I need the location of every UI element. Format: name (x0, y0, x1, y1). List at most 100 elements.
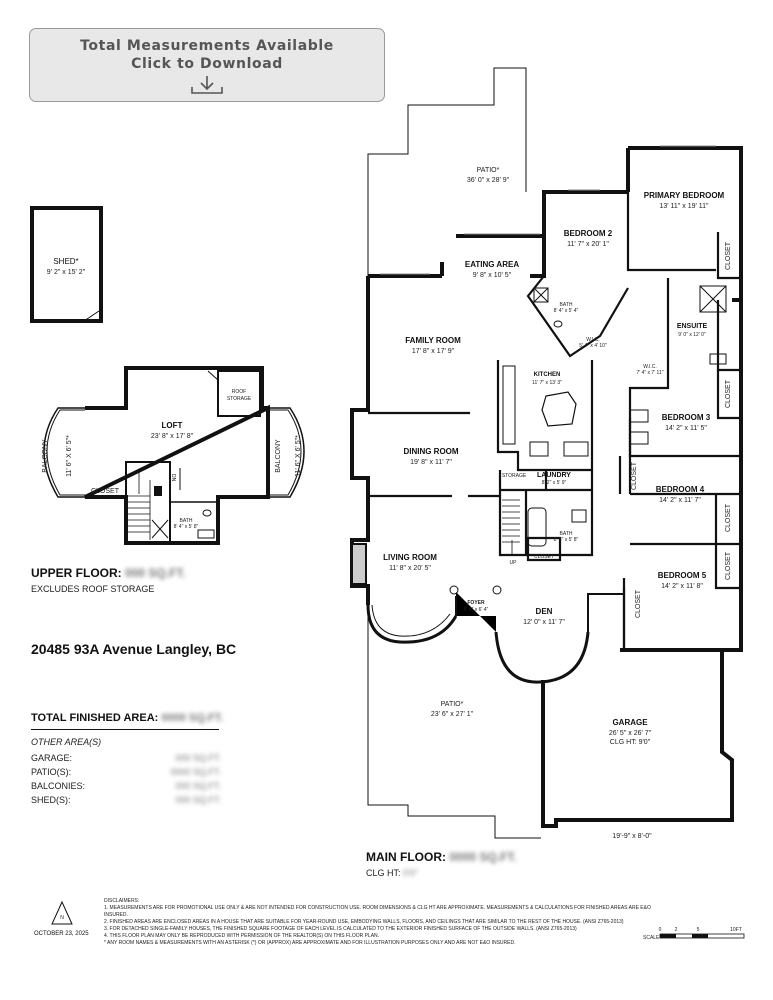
laundry-dim: 8' 2" x 5' 9" (542, 480, 567, 486)
bedroom3-name: BEDROOM 3 (662, 413, 711, 422)
wic-ensuite-dim: 7' 4" x 7' 11" (636, 370, 663, 376)
main-floor-title: MAIN FLOOR: (366, 850, 446, 864)
stairs-up: UP (510, 560, 518, 566)
other-area-label: GARAGE: (31, 753, 73, 763)
disclaimer-line: 2. FINISHED AREAS ARE ENCLOSED AREAS IN … (104, 919, 624, 925)
balcony-left-name: BALCONY (42, 439, 49, 473)
disclaimer-title: DISCLAIMERS: (104, 898, 140, 904)
scale-label: SCALE (643, 935, 660, 941)
closet-bedroom5: CLOSET (725, 551, 732, 580)
den-dim: 12' 0" x 11' 7" (523, 619, 565, 626)
family-room-dim: 17' 8" x 17' 9" (412, 348, 455, 355)
bath-laundry-name: BATH (560, 531, 573, 537)
scale-bar: SCALE 0 2 5 10FT (643, 927, 745, 941)
bath-main-name: BATH (560, 302, 573, 308)
main-floor-label: MAIN FLOOR: 0000 SQ.FT. (366, 850, 517, 864)
dining-room-dim: 19' 8" x 11' 7" (410, 459, 452, 466)
closet-bedroom4: CLOSET (725, 503, 732, 532)
scale-tick-1: 2 (675, 927, 678, 933)
eating-area-dim: 9' 8" x 10' 5" (473, 272, 512, 279)
disclaimer-line: 3. FOR DETACHED SINGLE-FAMILY HOUSES, TH… (104, 926, 577, 932)
property-address: 20485 93A Avenue Langley, BC (31, 641, 237, 657)
bedroom4-dim: 14' 2" x 11' 7" (659, 497, 701, 504)
patio-top-dim: 36' 0" x 28' 9" (467, 177, 510, 184)
living-room-name: LIVING ROOM (383, 553, 437, 562)
main-floor-clg-label: CLG HT: (366, 868, 401, 878)
other-area-label: BALCONIES: (31, 781, 86, 791)
bedroom5-dim: 14' 2" x 11' 8" (661, 583, 703, 590)
eating-area-name: EATING AREA (465, 260, 519, 269)
upper-floor-plan: LOFT 23' 8" x 17' 8" ROOF STORAGE CLOSET… (42, 366, 305, 545)
primary-bedroom-name: PRIMARY BEDROOM (644, 191, 725, 200)
ensuite-dim: 9' 0" x 12' 0" (678, 332, 706, 338)
shed-name: SHED* (53, 257, 78, 266)
balcony-right-dim: 11' 6" X 6' 5"* (295, 435, 302, 477)
plan-date: OCTOBER 23, 2025 (34, 931, 89, 937)
family-room-name: FAMILY ROOM (405, 336, 461, 345)
wic-ensuite-name: W.I.C. (643, 364, 657, 370)
bath-laundry-dim: 8' 3" x 5' 8" (554, 537, 579, 543)
patio-top-name: PATIO* (477, 167, 500, 174)
download-line2: Click to Download (131, 56, 283, 72)
other-area-row: PATIO(S): 0000 SQ.FT. (31, 767, 221, 781)
compass-letter: N (60, 915, 64, 921)
bath-main-dim: 8' 4" x 5' 4" (554, 308, 579, 314)
disclaimer-line: * ANY ROOM NAMES & MEASUREMENTS WITH AN … (104, 940, 516, 946)
upper-floor-area: 000 SQ.FT. (125, 566, 186, 580)
disclaimer: DISCLAIMERS: 1. MEASUREMENTS ARE FOR PRO… (104, 898, 664, 947)
roof-storage-name2: STORAGE (227, 396, 252, 402)
other-areas-list: GARAGE: 000 SQ.FT. PATIO(S): 0000 SQ.FT.… (31, 753, 221, 809)
primary-bedroom-dim: 13' 11" x 19' 11" (659, 203, 709, 210)
bedroom3-dim: 14' 2" x 11' 5" (665, 425, 707, 432)
storage-name: STORAGE (502, 473, 527, 479)
scale-tick-0: 0 (659, 927, 662, 933)
main-floor-clg-value: 0'0" (403, 868, 418, 878)
totals-divider (31, 729, 219, 730)
dining-room-name: DINING ROOM (403, 447, 458, 456)
upper-floor-label: UPPER FLOOR: 000 SQ.FT. (31, 566, 186, 580)
loft-dim: 23' 8" x 17' 8" (151, 433, 194, 440)
download-icon (191, 76, 223, 94)
main-floor-clg: CLG HT: 0'0" (366, 868, 418, 878)
other-area-value: 000 SQ.FT. (175, 795, 221, 805)
kitchen-name: KITCHEN (534, 372, 561, 378)
upper-floor-note: EXCLUDES ROOF STORAGE (31, 584, 155, 594)
bedroom2-name: BEDROOM 2 (564, 229, 613, 238)
upper-floor-title: UPPER FLOOR: (31, 566, 122, 580)
other-area-row: SHED(S): 000 SQ.FT. (31, 795, 221, 809)
roof-storage-name: ROOF (232, 389, 246, 395)
closet-den: CLOSET (635, 589, 642, 618)
wic-main-dim: 5' 4" x 4' 10" (579, 343, 607, 349)
total-finished-value: 0000 SQ.FT. (161, 712, 224, 724)
closet-primary: CLOSET (725, 241, 732, 270)
foyer-dim: 5' 4" x 6' 4" (464, 607, 489, 613)
scale-tick-2: 5 (697, 927, 700, 933)
total-finished-area: TOTAL FINISHED AREA: 0000 SQ.FT. (31, 712, 223, 724)
bedroom5-name: BEDROOM 5 (658, 571, 707, 580)
shed: SHED* 9' 2" x 15' 2" (30, 206, 103, 323)
total-finished-label: TOTAL FINISHED AREA: (31, 712, 159, 724)
main-floor-area: 0000 SQ.FT. (449, 850, 517, 864)
garage-name: GARAGE (612, 718, 648, 727)
garage-dim: 26' 5" x 26' 7" (609, 730, 652, 737)
other-area-label: PATIO(S): (31, 767, 72, 777)
upper-bath-dim: 8' 4" x 5' 8" (174, 524, 199, 530)
other-areas-header: OTHER AREA(S) (31, 737, 102, 747)
download-measurements-button[interactable]: Total Measurements Available Click to Do… (29, 28, 385, 102)
garage-door-dim: 19'-9" x 8'-0" (612, 833, 652, 840)
laundry-name: LAUNDRY (537, 472, 571, 479)
balcony-right-name: BALCONY (275, 439, 282, 473)
disclaimer-line: 1. MEASUREMENTS ARE FOR PROMOTIONAL USE … (104, 905, 651, 918)
upper-dn: DN (170, 474, 176, 482)
north-arrow-icon: N (51, 900, 73, 925)
other-area-value: 000 SQ.FT. (175, 753, 221, 763)
other-area-value: 0000 SQ.FT. (170, 767, 221, 777)
scale-tick-3: 10FT (730, 927, 742, 933)
foyer-name: FOYER (467, 600, 485, 606)
garage-clg: CLG HT: 9'0" (610, 739, 651, 746)
patio-bottom-name: PATIO* (441, 701, 464, 708)
loft-name: LOFT (162, 421, 183, 430)
other-area-value: 000 SQ.FT. (175, 781, 221, 791)
ensuite-name: ENSUITE (677, 323, 708, 330)
